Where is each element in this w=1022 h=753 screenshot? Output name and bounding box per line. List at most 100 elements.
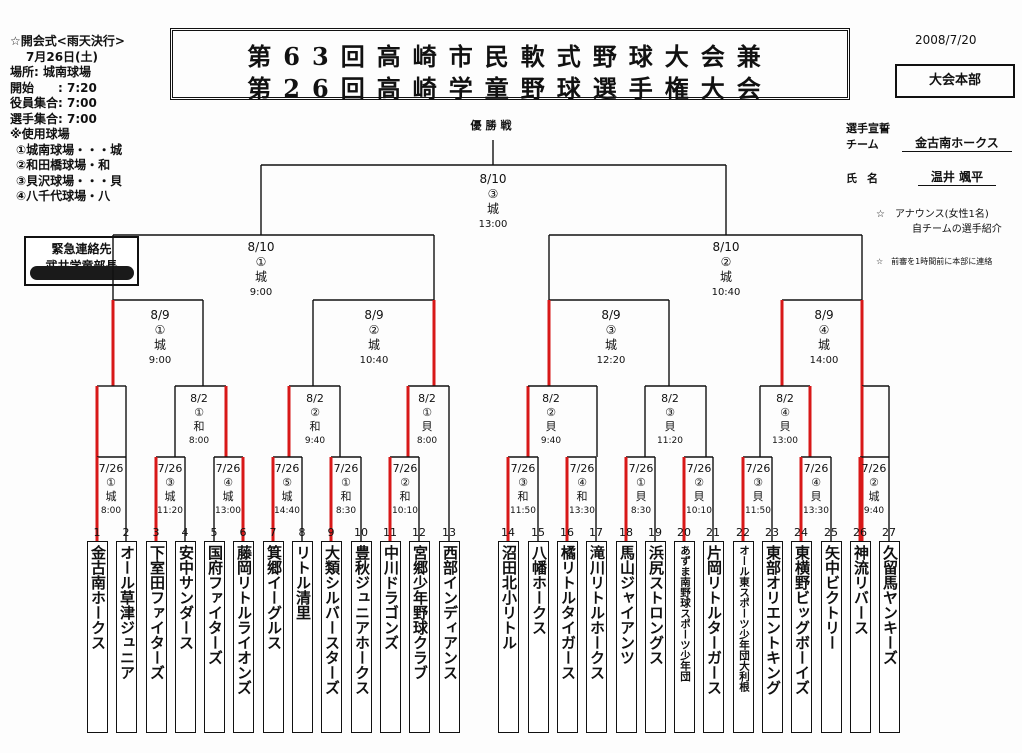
round2-match-info: 8/2 ② 貝 9:40 bbox=[541, 392, 561, 448]
match-venue-no: ④ bbox=[577, 476, 587, 489]
team-name: 藤岡リトルライオンズ bbox=[235, 545, 253, 695]
team-entry: あずま南野球スポーツ少年団 bbox=[674, 541, 695, 733]
info-line: 役員集合: 7:00 bbox=[10, 96, 97, 110]
match-time: 8:30 bbox=[630, 506, 652, 516]
document-date: 2008/7/20 bbox=[915, 33, 977, 47]
match-date: 8/2 bbox=[190, 392, 208, 405]
semifinal-match-info: 8/10 ① 城 9:00 bbox=[248, 240, 275, 300]
team-name: 片岡リトルターガース bbox=[705, 545, 723, 695]
team-entry: 藤岡リトルライオンズ bbox=[233, 541, 254, 733]
team-name: 浜尻ストロングス bbox=[647, 545, 665, 665]
round1-match-info: 7/26 ① 貝 8:30 bbox=[629, 462, 654, 518]
match-time: 8:00 bbox=[100, 506, 122, 516]
match-time: 9:00 bbox=[148, 355, 172, 366]
quarterfinal-match-info: 8/9 ② 城 10:40 bbox=[360, 308, 389, 368]
match-venue-no: ① bbox=[422, 406, 432, 419]
match-time: 12:20 bbox=[596, 355, 626, 366]
round1-match-info: 7/26 ⑤ 城 14:40 bbox=[274, 462, 300, 518]
match-venue-no: ③ bbox=[165, 476, 175, 489]
final-label: 優勝戦 bbox=[470, 119, 516, 132]
match-field: 貝 bbox=[752, 490, 764, 503]
match-date: 7/26 bbox=[98, 462, 124, 475]
round2-match-info: 8/2 ④ 貝 13:00 bbox=[772, 392, 798, 448]
round1-match-info: 7/26 ④ 和 13:30 bbox=[569, 462, 595, 518]
match-venue-no: ② bbox=[720, 255, 732, 269]
match-time: 10:10 bbox=[686, 506, 712, 516]
match-date: 7/26 bbox=[803, 462, 829, 475]
match-date: 8/9 bbox=[150, 308, 170, 322]
match-date: 7/26 bbox=[861, 462, 887, 475]
round1-match-info: 7/26 ② 城 9:40 bbox=[862, 462, 887, 518]
match-venue-no: ③ bbox=[753, 476, 763, 489]
team-name: 東部オリエントキング bbox=[764, 545, 782, 695]
match-date: 7/26 bbox=[745, 462, 771, 475]
team-name: 馬山ジャイアンツ bbox=[618, 545, 636, 665]
oath-name-value: 温井 颯平 bbox=[918, 168, 996, 186]
tournament-hq-box: 大会本部 bbox=[895, 64, 1015, 98]
team-name: 西部インディアンス bbox=[441, 545, 459, 680]
match-date: 8/10 bbox=[479, 172, 507, 186]
team-entry: リトル清里 bbox=[292, 541, 313, 733]
round1-match-info: 7/26 ④ 貝 13:30 bbox=[803, 462, 829, 518]
match-date: 8/2 bbox=[776, 392, 794, 405]
match-time: 10:10 bbox=[392, 506, 418, 516]
team-number: 18 bbox=[619, 526, 633, 539]
match-venue-no: ④ bbox=[811, 476, 821, 489]
match-date: 7/26 bbox=[569, 462, 595, 475]
team-entry: 中川ドラゴンズ bbox=[380, 541, 401, 733]
team-entry: 東横野ビッグボーイズ bbox=[791, 541, 812, 733]
team-number: 16 bbox=[560, 526, 574, 539]
match-date: 8/2 bbox=[661, 392, 679, 405]
quarterfinal-match-info: 8/9 ④ 城 14:00 bbox=[810, 308, 839, 368]
match-date: 8/2 bbox=[542, 392, 560, 405]
team-number: 9 bbox=[327, 526, 335, 539]
round1-match-info: 7/26 ③ 貝 11:50 bbox=[745, 462, 771, 518]
info-line: ※使用球場 bbox=[10, 127, 70, 141]
round1-match-info: 7/26 ② 貝 10:10 bbox=[686, 462, 712, 518]
match-venue-no: ④ bbox=[780, 406, 790, 419]
team-entry: 沼田北小リトル bbox=[498, 541, 519, 733]
match-time: 13:00 bbox=[478, 219, 508, 230]
round2-match-info: 8/2 ② 和 9:40 bbox=[305, 392, 325, 448]
match-field: 貝 bbox=[693, 490, 705, 503]
match-date: 7/26 bbox=[686, 462, 712, 475]
team-number: 25 bbox=[824, 526, 838, 539]
match-field: 和 bbox=[517, 490, 529, 503]
team-name: リトル清里 bbox=[294, 545, 312, 620]
team-name: オール東スポーツ少年団大利根 bbox=[738, 545, 750, 692]
match-venue-no: ① bbox=[154, 323, 166, 337]
match-date: 7/26 bbox=[157, 462, 183, 475]
round2-match-info: 8/2 ① 貝 8:00 bbox=[417, 392, 437, 448]
tournament-title-line1: 第63回高崎市民軟式野球大会兼 bbox=[247, 42, 773, 71]
match-date: 8/9 bbox=[814, 308, 834, 322]
match-venue-no: ① bbox=[194, 406, 204, 419]
team-name: 箕郷イーグルス bbox=[265, 545, 283, 650]
team-entry: 安中サンダース bbox=[175, 541, 196, 733]
match-venue-no: ① bbox=[341, 476, 351, 489]
match-venue-no: ② bbox=[400, 476, 410, 489]
team-number: 3 bbox=[152, 526, 160, 539]
match-time: 9:00 bbox=[249, 287, 273, 298]
team-entry: 大類シルバースターズ bbox=[321, 541, 342, 733]
team-entry: 八幡ホークス bbox=[528, 541, 549, 733]
match-date: 8/9 bbox=[364, 308, 384, 322]
match-venue-no: ③ bbox=[605, 323, 617, 337]
team-number: 20 bbox=[677, 526, 691, 539]
match-time: 9:40 bbox=[863, 506, 885, 516]
match-time: 13:30 bbox=[569, 506, 595, 516]
match-field: 貝 bbox=[810, 490, 822, 503]
team-number: 22 bbox=[736, 526, 750, 539]
match-field: 城 bbox=[153, 338, 166, 352]
match-venue-no: ③ bbox=[487, 187, 499, 201]
team-number: 2 bbox=[122, 526, 130, 539]
redacted-phone-number bbox=[30, 266, 134, 280]
team-entry: 東部オリエントキング bbox=[762, 541, 783, 733]
match-time: 14:00 bbox=[809, 355, 839, 366]
match-time: 8:00 bbox=[416, 436, 438, 446]
match-time: 8:00 bbox=[188, 436, 210, 446]
match-time: 13:00 bbox=[772, 436, 798, 446]
round1-match-info: 7/26 ③ 和 11:50 bbox=[510, 462, 536, 518]
match-time: 13:30 bbox=[803, 506, 829, 516]
match-field: 城 bbox=[486, 202, 500, 216]
team-name: 金古南ホークス bbox=[89, 545, 107, 650]
